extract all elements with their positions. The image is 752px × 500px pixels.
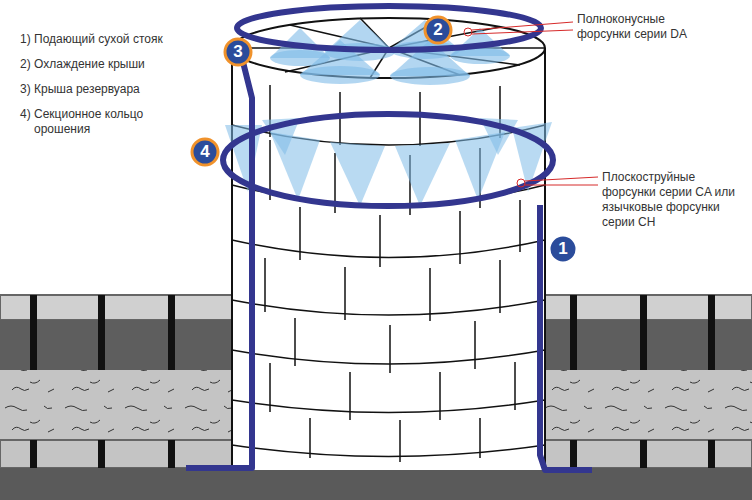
nozzle-label: Полноконусные форсунки серии DA — [577, 12, 707, 42]
callout-number: 3 — [226, 42, 250, 62]
legend-item: 1) Подающий сухой стояк — [20, 32, 220, 47]
legend-item: 2) Охлаждение крыши — [20, 57, 220, 72]
nozzle-label: Плоскоструйные форсунки серии CA или язы… — [602, 170, 742, 230]
callout-number: 2 — [426, 20, 450, 40]
legend-item: 4) Секционное кольцо орошения — [20, 107, 170, 137]
legend-item: 3) Крыша резервуара — [20, 82, 220, 97]
callout-number: 1 — [551, 239, 575, 259]
callout-number: 4 — [193, 142, 217, 162]
